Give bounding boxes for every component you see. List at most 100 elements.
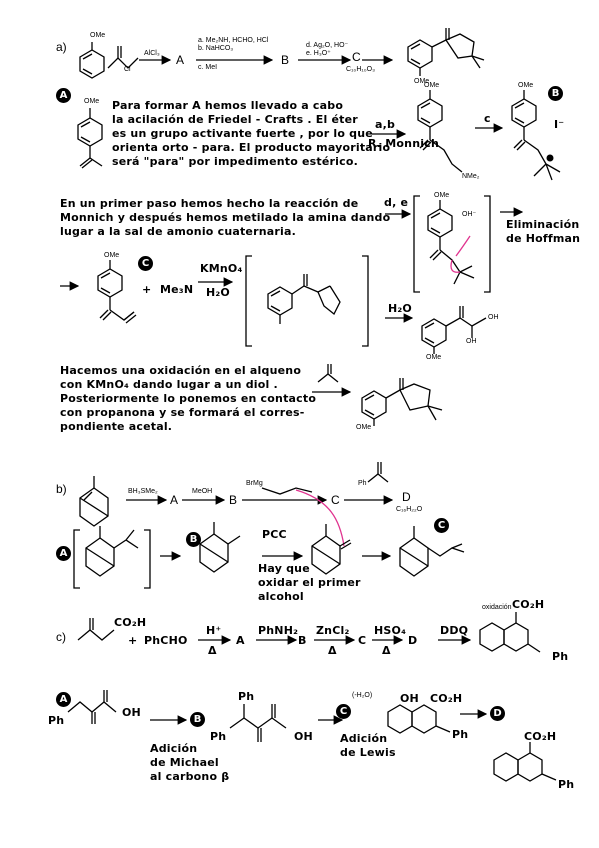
mannich-base-structure	[417, 90, 463, 173]
plus-sign: +	[142, 283, 152, 296]
ammonium-ome: OMe	[518, 82, 534, 89]
phnh2-label: PhNH₂	[258, 624, 299, 637]
compound-d-formula: C₁₆H₂₂O	[396, 506, 423, 513]
hofmann-ome: OMe	[434, 192, 450, 199]
me3n-label: Me₃N	[160, 283, 194, 296]
h2o-diol-label: H₂O	[388, 302, 412, 315]
delta-3: Δ	[382, 644, 391, 657]
organoborane-bracket	[73, 526, 151, 589]
cl-label: Cl	[124, 66, 131, 73]
ome-label: OMe	[90, 32, 106, 39]
benzaldehyde-structure	[367, 462, 389, 483]
zncl2-label: ZnCl₂	[316, 624, 350, 637]
badge-b-c: C	[434, 518, 449, 533]
ddq-label: DDQ	[440, 624, 469, 637]
plus-c: +	[128, 634, 138, 647]
acetal-structure	[361, 378, 443, 426]
alcohol-structure	[199, 522, 241, 573]
minus-h2o-label: (-H₂O)	[352, 692, 373, 699]
acetal-ome: OMe	[356, 424, 372, 431]
bh3-label: BH₃SMe₂	[128, 488, 158, 495]
acetophenone-ome: OMe	[84, 98, 100, 105]
compound-b-a-label: A	[170, 493, 179, 507]
compound-b-d-label: D	[402, 490, 411, 504]
allyl-grignard-structure	[261, 487, 345, 547]
acyl-chloride-structure	[107, 46, 139, 69]
h2o-label: H₂O	[206, 286, 230, 299]
badge-a: A	[56, 88, 71, 103]
compound-c-a: A	[236, 634, 245, 647]
part-c-label: c)	[56, 630, 66, 644]
reagent-bc-1: d. Ag₂O, HO⁻	[306, 42, 349, 49]
anisole-structure	[79, 42, 105, 79]
michael-adduct-structure	[229, 704, 287, 742]
meoh-label: MeOH	[192, 488, 213, 495]
alcl3-label: AlCl₃	[144, 50, 160, 57]
ketone-structure	[311, 524, 352, 575]
note-friedel-crafts: Para formar A hemos llevado a cabo la ac…	[112, 99, 391, 168]
pyruvic-co2h: CO₂H	[114, 616, 147, 629]
reagent-bc-2: e. H₃O⁺	[306, 50, 331, 57]
lewis-note: Adición de Lewis	[340, 732, 396, 759]
badge-c-b: B	[190, 712, 205, 727]
compound-c-label: C	[352, 50, 361, 64]
enone-acid-structure	[67, 690, 117, 724]
oxidation-label: oxidación	[482, 604, 512, 611]
phcho-label: PhCHO	[144, 634, 188, 647]
compound-c-formula: C₁₀H₁₀O₃	[346, 66, 375, 73]
reagent-ab-2: b. NaHCO₃	[198, 45, 234, 52]
h-plus-label: H⁺	[206, 624, 222, 637]
badge-b: B	[548, 86, 563, 101]
quinoline-product-structure	[479, 612, 541, 653]
pinene-structure	[79, 476, 109, 527]
compound-a-label: A	[176, 53, 185, 67]
mannich-ome: OMe	[424, 82, 440, 89]
compound-b-b-label: B	[229, 493, 238, 507]
hoffman-label: Eliminación de Hoffman	[506, 218, 581, 245]
thq-ph: Ph	[452, 728, 469, 741]
badge-c-c: C	[336, 704, 351, 719]
adduct-ph-top: Ph	[238, 690, 255, 703]
ammonium-salt-structure	[511, 90, 561, 181]
acetal-product-structure	[407, 28, 485, 76]
enone-oh: OH	[122, 706, 141, 719]
adduct-oh: OH	[294, 730, 313, 743]
de-label: d, e	[384, 196, 409, 209]
kmno4-label: KMnO₄	[200, 262, 243, 275]
diol-oh-1: OH	[488, 314, 499, 321]
part-a-label: a)	[56, 40, 67, 54]
hofmann-bracket	[413, 195, 491, 293]
reagent-ab-1: a. Me₂NH, HCHO, HCl	[198, 37, 269, 44]
compound-c-d: D	[408, 634, 418, 647]
michael-note: Adición de Michael al carbono β	[150, 742, 230, 783]
compound-b-label: B	[281, 53, 290, 67]
badge-b-a: A	[56, 546, 71, 561]
reagent-ab-3: c. MeI	[198, 64, 218, 71]
hso4-label: HSO₄	[374, 624, 407, 637]
enone-ph: Ph	[48, 714, 65, 727]
acetone-structure	[317, 364, 339, 383]
badge-c: C	[138, 256, 153, 271]
thq-co2h: CO₂H	[430, 692, 463, 705]
tertiary-alcohol-structure	[399, 526, 465, 577]
delta-2: Δ	[328, 644, 337, 657]
nme2-label: NMe₂	[462, 173, 480, 180]
badge-c-a: A	[56, 692, 71, 707]
compound-c-c: C	[358, 634, 367, 647]
pcc-note: Hay que oxidar el primer alcohol	[258, 562, 361, 603]
diol-structure	[421, 306, 487, 354]
quinoline-co2h: CO₂H	[512, 598, 545, 611]
note-mannich: En un primer paso hemos hecho la reacció…	[60, 197, 391, 238]
hydroxide-label: OH⁻	[462, 211, 477, 218]
adduct-ph: Ph	[210, 730, 227, 743]
badge-c-d: D	[490, 706, 505, 721]
manganate-ester-bracket	[245, 255, 369, 347]
brmg-label: BrMg	[246, 480, 263, 487]
delta-1: Δ	[208, 644, 217, 657]
compound-c-b: B	[298, 634, 307, 647]
diol-ome: OMe	[426, 354, 442, 361]
ph-label: Ph	[358, 480, 367, 487]
badge-b-b: B	[186, 532, 201, 547]
